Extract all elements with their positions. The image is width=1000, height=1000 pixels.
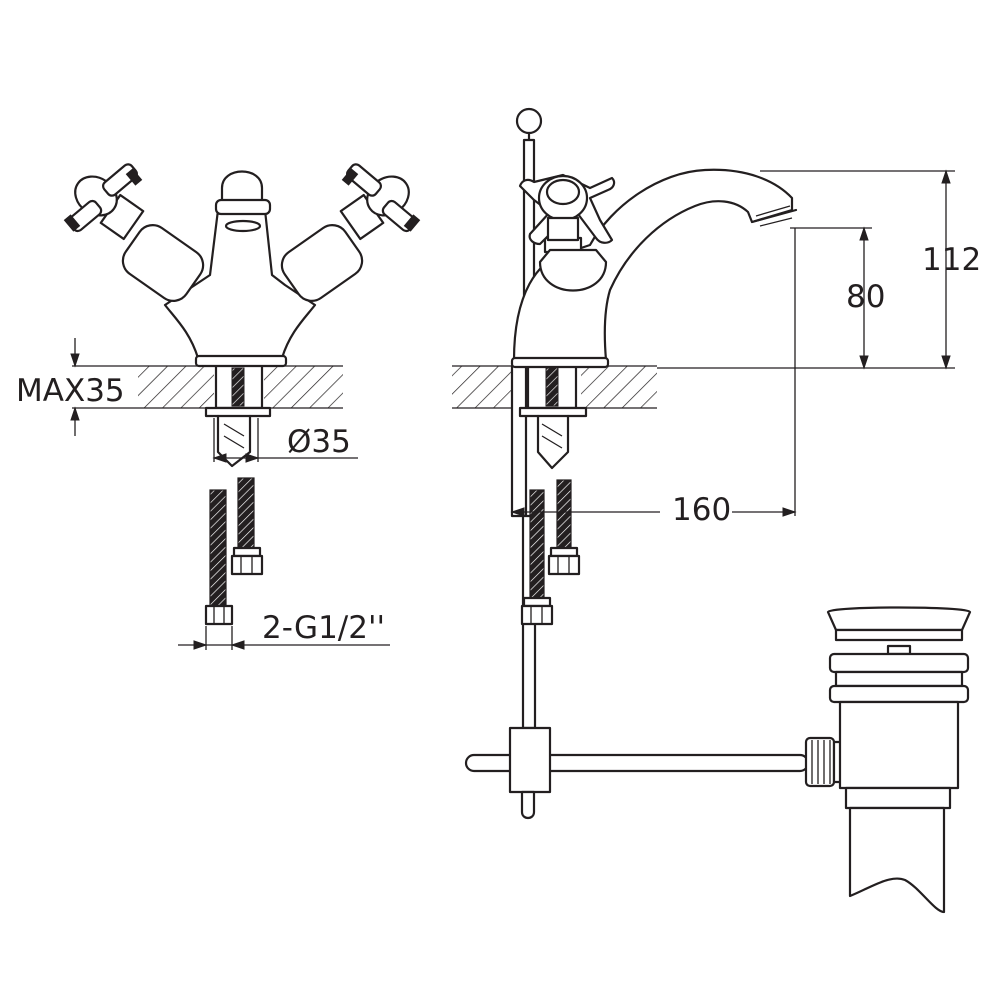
supply-hoses-front bbox=[204, 477, 264, 626]
handle-side bbox=[518, 173, 616, 246]
side-view bbox=[452, 107, 972, 914]
shank-front bbox=[204, 362, 272, 468]
dimension-max-thickness: MAX35 bbox=[16, 338, 138, 436]
supply-hoses-side bbox=[520, 479, 581, 626]
left-handle-front bbox=[63, 163, 205, 302]
max-thickness-label: MAX35 bbox=[16, 373, 125, 409]
spout-body bbox=[510, 168, 798, 369]
dimension-connections: 2-G1/2'' bbox=[178, 610, 390, 650]
dimension-spout-height: 80 bbox=[657, 226, 955, 370]
spout-height-label: 80 bbox=[846, 279, 885, 315]
reach-label: 160 bbox=[672, 492, 731, 528]
shank-side bbox=[518, 362, 588, 470]
tap-body-front bbox=[163, 170, 317, 368]
dimension-hole-diameter: Ø35 bbox=[212, 418, 358, 463]
dimension-total-height: 112 bbox=[760, 169, 981, 370]
pop-up-waste bbox=[464, 606, 972, 914]
dimension-reach: 160 bbox=[510, 228, 797, 528]
connections-label: 2-G1/2'' bbox=[262, 610, 385, 646]
front-view bbox=[63, 163, 421, 626]
right-handle-front bbox=[280, 163, 421, 302]
hole-diameter-label: Ø35 bbox=[287, 424, 351, 460]
total-height-label: 112 bbox=[922, 242, 981, 278]
